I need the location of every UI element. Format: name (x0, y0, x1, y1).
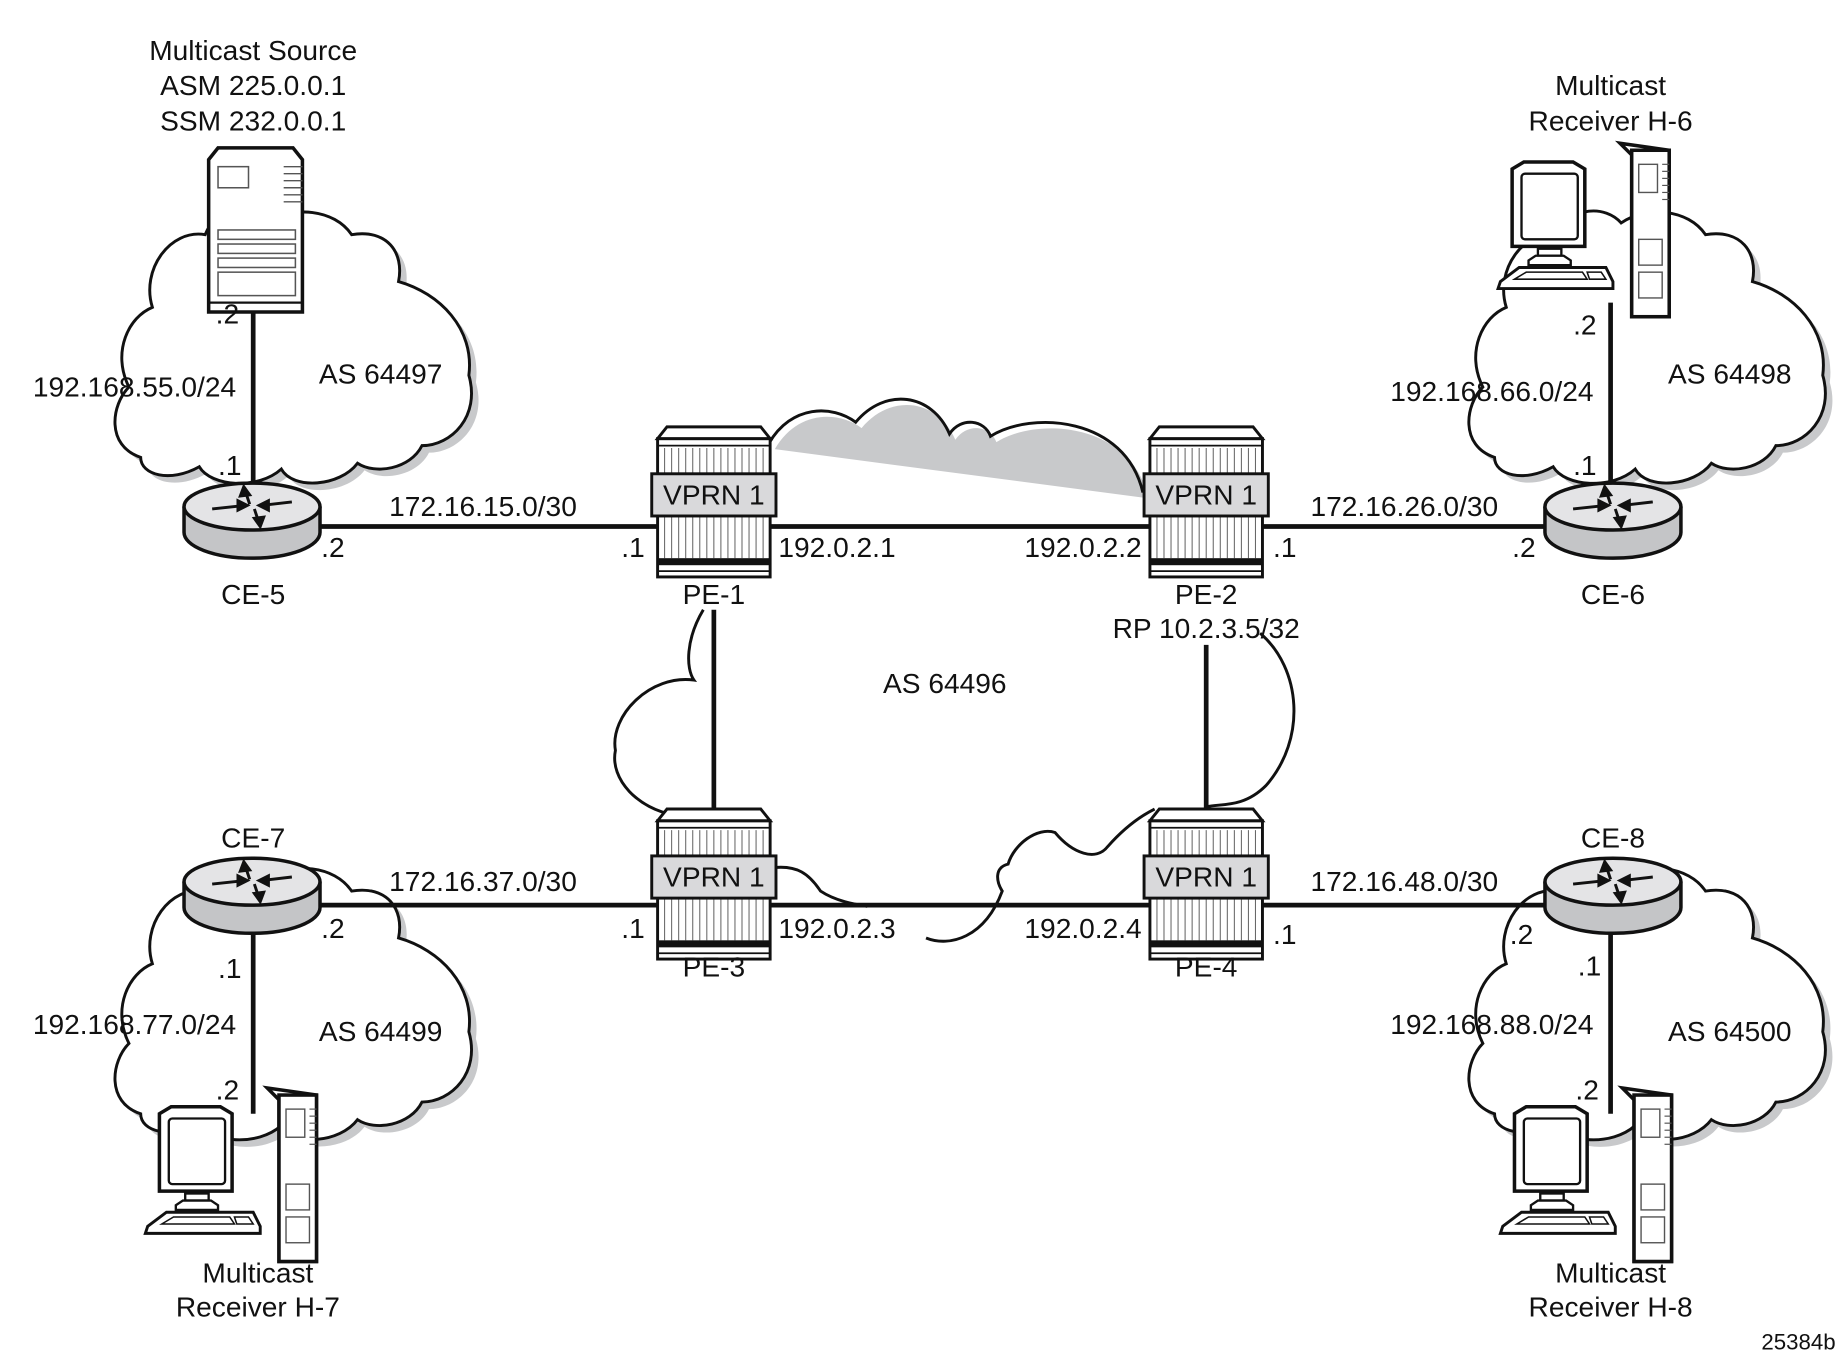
site8-host-addr: .2 (1575, 1075, 1598, 1106)
cloud-as-64499 (113, 865, 479, 1147)
h7-label-line2: Receiver H-7 (176, 1292, 340, 1323)
pe-3-label: PE-3 (683, 952, 746, 983)
ce-6-label: CE-6 (1581, 579, 1645, 610)
site8-ce-lan-addr: .1 (1578, 950, 1601, 981)
site8-as-label: AS 64500 (1668, 1016, 1792, 1047)
cloud-as-64496 (613, 397, 1296, 943)
pe-3-service-label: VPRN 1 (663, 861, 765, 892)
receiver-h7-workstation-icon[interactable] (143, 1086, 319, 1264)
site6-host-addr: .2 (1573, 309, 1596, 340)
links (250, 288, 1613, 1114)
site5-ce-wan-addr: .2 (321, 532, 344, 563)
site6-as-label: AS 64498 (1668, 359, 1792, 390)
pe-2-router[interactable]: VPRN 1 (1142, 425, 1270, 579)
ce-5-router-icon[interactable] (182, 481, 322, 560)
site6-ce-lan-addr: .1 (1573, 450, 1596, 481)
site5-ce-lan-addr: .1 (218, 450, 241, 481)
ce-8-label: CE-8 (1581, 823, 1645, 854)
pe-1-router[interactable]: VPRN 1 (650, 425, 778, 579)
h8-label-line1: Multicast (1555, 1258, 1666, 1289)
core-as-label: AS 64496 (883, 668, 1007, 699)
pe-2-service-label: VPRN 1 (1155, 479, 1257, 510)
ce-8-router-icon[interactable] (1543, 856, 1683, 936)
h8-label-line2: Receiver H-8 (1529, 1292, 1693, 1323)
ce-7-label: CE-7 (221, 823, 285, 854)
pe-1-system-ip: 192.0.2.1 (778, 532, 895, 563)
site6-lan-subnet: 192.168.66.0/24 (1390, 376, 1593, 407)
source-label-line2: ASM 225.0.0.1 (160, 70, 346, 101)
site5-lan-subnet: 192.168.55.0/24 (33, 371, 236, 402)
site7-ce-lan-addr: .1 (218, 953, 241, 984)
ce-7-router-icon[interactable] (182, 856, 322, 936)
pe-4-router[interactable]: VPRN 1 (1142, 807, 1270, 961)
h6-label-line1: Multicast (1555, 70, 1666, 101)
ce-6-router-icon[interactable] (1543, 481, 1683, 560)
site7-as-label: AS 64499 (319, 1016, 443, 1047)
multicast-source-server-icon[interactable] (206, 146, 305, 314)
site7-lan-subnet: 192.168.77.0/24 (33, 1009, 236, 1040)
pe-1-label: PE-1 (683, 579, 746, 610)
ce-5-label: CE-5 (221, 579, 285, 610)
pe-4-system-ip: 192.0.2.4 (1024, 913, 1141, 944)
site5-wan-subnet: 172.16.15.0/30 (389, 491, 577, 522)
pe-1-service-label: VPRN 1 (663, 479, 765, 510)
site5-as-label: AS 64497 (319, 359, 443, 390)
pe-2-label: PE-2 (1175, 579, 1238, 610)
figure-id: 25384b (1761, 1329, 1835, 1354)
site8-wan-subnet: 172.16.48.0/30 (1311, 866, 1499, 897)
site8-pe-wan-addr: .1 (1273, 919, 1296, 950)
pe-4-label: PE-4 (1175, 952, 1238, 983)
receiver-h8-workstation-icon[interactable] (1498, 1086, 1674, 1264)
site8-lan-subnet: 192.168.88.0/24 (1390, 1009, 1593, 1040)
h6-label-line2: Receiver H-6 (1529, 105, 1693, 136)
pe-2-rp-note: RP 10.2.3.5/32 (1113, 613, 1300, 644)
site6-pe-wan-addr: .1 (1273, 532, 1296, 563)
pe-3-system-ip: 192.0.2.3 (778, 913, 895, 944)
site7-ce-wan-addr: .2 (321, 913, 344, 944)
pe-2-system-ip: 192.0.2.2 (1024, 532, 1141, 563)
site6-wan-subnet: 172.16.26.0/30 (1311, 491, 1499, 522)
h7-label-line1: Multicast (202, 1258, 313, 1289)
cloud-as-64500 (1467, 865, 1833, 1147)
pe-3-router[interactable]: VPRN 1 (650, 807, 778, 961)
source-label-line1: Multicast Source (149, 35, 357, 66)
site8-ce-wan-addr: .2 (1510, 919, 1533, 950)
site7-wan-subnet: 172.16.37.0/30 (389, 866, 577, 897)
pe-4-service-label: VPRN 1 (1155, 861, 1257, 892)
site6-ce-wan-addr: .2 (1512, 532, 1535, 563)
site5-pe-wan-addr: .1 (621, 532, 644, 563)
site5-host-addr: .2 (216, 299, 239, 330)
source-label-line3: SSM 232.0.0.1 (160, 105, 346, 136)
site7-pe-wan-addr: .1 (621, 913, 644, 944)
site7-host-addr: .2 (216, 1075, 239, 1106)
